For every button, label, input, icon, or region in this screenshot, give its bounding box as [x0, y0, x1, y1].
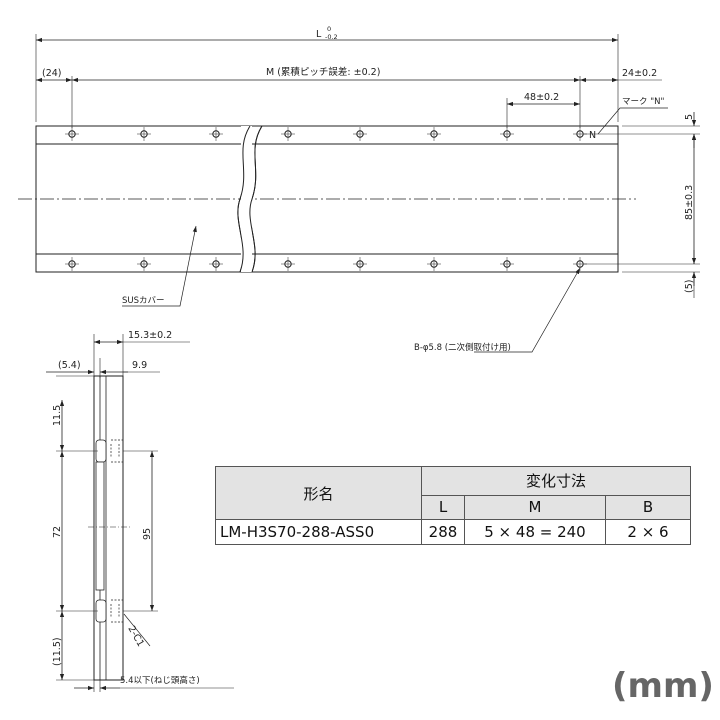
- model-header: 形名: [215, 466, 422, 520]
- L-cell: 288: [421, 519, 465, 545]
- left-end-dim: (24): [42, 68, 62, 79]
- mark-leader: [597, 107, 668, 135]
- right-end-dim: 24±0.2: [622, 68, 657, 79]
- top-edge-dim: 5: [684, 114, 695, 120]
- cover-leader: [122, 225, 197, 307]
- mounting-hole: [65, 257, 79, 271]
- hole-leader: [474, 267, 581, 353]
- mark-label: マーク "N": [622, 97, 664, 107]
- length-tol-upper: 0: [327, 25, 331, 33]
- local-pitch-dim: 48±0.2: [524, 92, 559, 103]
- chamfer-label: 2-C1: [125, 624, 146, 649]
- spec-table: 形名 変化寸法 L M B LM-H3S70-288-ASS0 288 5 × …: [215, 466, 691, 545]
- mounting-hole: [137, 127, 151, 141]
- mounting-hole: [65, 127, 79, 141]
- col-header-M: M: [464, 494, 606, 521]
- bottom-margin-dim: (11.5): [52, 637, 63, 666]
- bottom-edge-dim: (5): [684, 280, 695, 293]
- holes-top-row: [65, 127, 587, 141]
- hole-span-dim: 85±0.3: [684, 185, 695, 220]
- table-row: LM-H3S70-288-ASS0 288 5 × 48 = 240 2 × 6: [215, 519, 691, 545]
- mounting-hole: [427, 257, 441, 271]
- model-cell: LM-H3S70-288-ASS0: [215, 519, 422, 545]
- mounting-hole: [353, 127, 367, 141]
- head-height-label: 5.4以下(ねじ頭高さ): [120, 675, 200, 686]
- mounting-hole: [281, 127, 295, 141]
- hole-label: B-φ5.8 (二次側取付け用): [414, 342, 511, 353]
- top-view-labels: L 0 -0.2 M (累積ピッチ誤差: ±0.2) (24) 24±0.2 4…: [42, 25, 695, 353]
- width-dim: 15.3±0.2: [128, 330, 172, 341]
- length-tol-lower: -0.2: [325, 33, 338, 41]
- side-view-labels: 15.3±0.2 (5.4) 9.9 11.5 72 95 (11.5) 2-C…: [52, 330, 200, 686]
- mounting-hole: [427, 127, 441, 141]
- mounting-hole: [500, 127, 514, 141]
- mounting-hole: [500, 257, 514, 271]
- col-header-B: B: [605, 494, 691, 521]
- mark-letter: N: [589, 130, 596, 141]
- mounting-hole: [353, 257, 367, 271]
- holes-bottom-row: [65, 257, 587, 271]
- mounting-hole: [137, 257, 151, 271]
- left-dim: (5.4): [58, 360, 81, 371]
- magnet-strip: [95, 461, 105, 591]
- mounting-hole: [209, 257, 223, 271]
- right-dim: 9.9: [132, 360, 147, 371]
- B-cell: 2 × 6: [605, 519, 691, 545]
- length-dim: L: [316, 29, 322, 40]
- pitch-dim: M (累積ピッチ誤差: ±0.2): [266, 66, 380, 78]
- mounting-hole: [209, 127, 223, 141]
- top-view: [18, 34, 700, 353]
- col-header-L: L: [421, 494, 465, 521]
- mounting-hole: [281, 257, 295, 271]
- chamfer-leader: [123, 613, 151, 647]
- inner-dim: 72: [52, 526, 63, 538]
- cover-label: SUSカバー: [122, 296, 165, 306]
- side-view: [46, 334, 234, 692]
- dims-header: 変化寸法: [421, 466, 691, 496]
- M-cell: 5 × 48 = 240: [464, 519, 606, 545]
- unit-label: (mm): [612, 666, 714, 706]
- top-margin-dim: 11.5: [52, 405, 63, 426]
- height-dim: 95: [142, 528, 153, 540]
